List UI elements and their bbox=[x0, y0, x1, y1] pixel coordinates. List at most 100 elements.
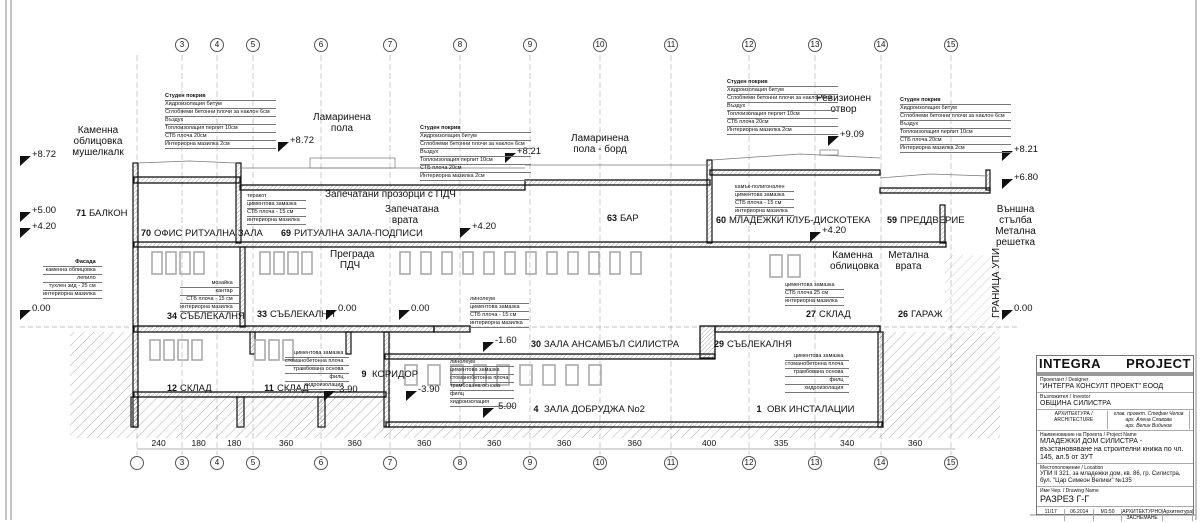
company-logo: INTEGRA PROJECT bbox=[1037, 356, 1193, 372]
spec-line: трамбована основа bbox=[785, 369, 850, 377]
grid-axis-bubble: 8 bbox=[453, 38, 467, 52]
plot-boundary-label: ГРАНИЦА УПИ bbox=[991, 247, 1002, 318]
designer-section: Проектант / Designer "ИНТЕГРА КОНСУЛТ ПР… bbox=[1037, 376, 1193, 393]
room-number: 59 bbox=[886, 215, 897, 225]
dimension-value: 360 bbox=[417, 438, 432, 448]
elevation-marker: +5.00 bbox=[32, 205, 57, 216]
spec-line: интериорна мазилка bbox=[735, 208, 794, 216]
grid-axis-bubble: 10 bbox=[593, 38, 607, 52]
spec-title: Студен покрив bbox=[900, 97, 1011, 105]
room-number: 70 bbox=[140, 228, 151, 238]
window bbox=[462, 251, 474, 275]
annotation: Ламаринена пола - борд bbox=[571, 133, 629, 155]
spec-title: Студен покрив bbox=[165, 93, 276, 101]
spec-line: Топлоизолация перлит 10см bbox=[727, 111, 838, 119]
spec-line: интериорна мазилка bbox=[785, 298, 844, 306]
spec-line: стоманобетонна плоча bbox=[450, 375, 515, 383]
room-name: ОФИС РИТУАЛНА ЗАЛА bbox=[154, 228, 263, 239]
spec-line: СТБ плоча 20см bbox=[420, 165, 531, 173]
spec-line: Топлоизолация перлит 10см bbox=[900, 129, 1011, 137]
room-number: 34 bbox=[166, 311, 177, 321]
spec-line: СТБ плоча - 15 см bbox=[247, 209, 306, 217]
sheet-info-row: 11/17 06.2014 M1:50 АРХИТЕКТУРНО ЗАСНЕМА… bbox=[1037, 507, 1193, 523]
grid-axis-bubble: 11 bbox=[664, 38, 678, 52]
window bbox=[483, 251, 495, 275]
window bbox=[259, 251, 271, 275]
spec-line: Интериорна мазилка 2см bbox=[727, 127, 838, 135]
window bbox=[450, 364, 464, 386]
grid-axis-bubble: 3 bbox=[175, 456, 189, 470]
spec-line: тухлен зид - 25 см bbox=[43, 283, 102, 291]
sheet-number: 11/17 bbox=[1037, 509, 1066, 521]
window bbox=[191, 339, 203, 361]
room-name: ГАРАЖ bbox=[911, 309, 943, 320]
window bbox=[525, 251, 537, 275]
roof-lines bbox=[137, 149, 989, 179]
spec-line: интериорна мазилка bbox=[247, 217, 306, 225]
grid-axis-bubble: 15 bbox=[944, 456, 958, 470]
annotation: Външна стълба bbox=[996, 204, 1035, 226]
grid-axis-bubble: 10 bbox=[593, 456, 607, 470]
spec-line: теракот bbox=[247, 193, 306, 201]
dimension-value: 360 bbox=[487, 438, 502, 448]
spec-line: интериорна мазилка bbox=[43, 291, 102, 299]
sheet-frame bbox=[5, 0, 1197, 520]
spec-line: камък-полигонален bbox=[735, 184, 794, 192]
sheet-phase: АРХИТЕКТУРНО ЗАСНЕМАНЕ bbox=[1122, 509, 1164, 521]
spec-line: СТБ плоча - 15 см bbox=[180, 296, 239, 304]
room-number: 63 bbox=[606, 213, 617, 223]
window bbox=[542, 364, 556, 386]
window bbox=[787, 254, 801, 278]
spec-line: Топлоизолация перлит 10см bbox=[165, 125, 276, 133]
window bbox=[254, 339, 266, 361]
spec-line: филц bbox=[785, 377, 850, 385]
window bbox=[630, 251, 642, 275]
spec-line: циментова замазка bbox=[450, 367, 515, 375]
room-name: ЗАЛА ДОБРУДЖА No2 bbox=[544, 404, 645, 415]
window bbox=[177, 339, 189, 361]
window bbox=[519, 364, 533, 386]
team-list: глав. проект. Стефан Чепов арх. Алена Сл… bbox=[1108, 411, 1190, 429]
window bbox=[441, 251, 453, 275]
sheet-part: Архитектура bbox=[1163, 509, 1193, 521]
dimension-value: 360 bbox=[347, 438, 362, 448]
elevation-marker: +8.72 bbox=[32, 149, 57, 160]
grid-axis-bubble: 4 bbox=[210, 38, 224, 52]
window bbox=[588, 251, 600, 275]
annotation: Преграда ПДЧ bbox=[330, 249, 375, 271]
window bbox=[151, 251, 163, 275]
spec-line: мозайка bbox=[180, 280, 239, 288]
room-name: БАР bbox=[620, 213, 639, 224]
spec-line: СТБ плоча - 15 см bbox=[735, 200, 794, 208]
room-number: 69 bbox=[280, 228, 291, 238]
spec-line: СТБ плоча 20см bbox=[727, 119, 838, 127]
elevation-marker: +9.09 bbox=[840, 129, 865, 140]
dimension-value: 335 bbox=[774, 438, 789, 448]
window bbox=[588, 364, 602, 386]
spec-line: филц bbox=[450, 391, 515, 399]
room-name: БАЛКОН bbox=[89, 208, 128, 219]
elevation-marker: 0.00 bbox=[1014, 303, 1033, 314]
title-block: INTEGRA PROJECT Проектант / Designer "ИН… bbox=[1036, 355, 1194, 521]
team-member: глав. проект. Стефан Чепов bbox=[1113, 411, 1184, 417]
window bbox=[179, 251, 191, 275]
spec-line: Въздух bbox=[165, 117, 276, 125]
grid-axis-bubble: 15 bbox=[944, 38, 958, 52]
brand-left: INTEGRA bbox=[1039, 356, 1101, 371]
